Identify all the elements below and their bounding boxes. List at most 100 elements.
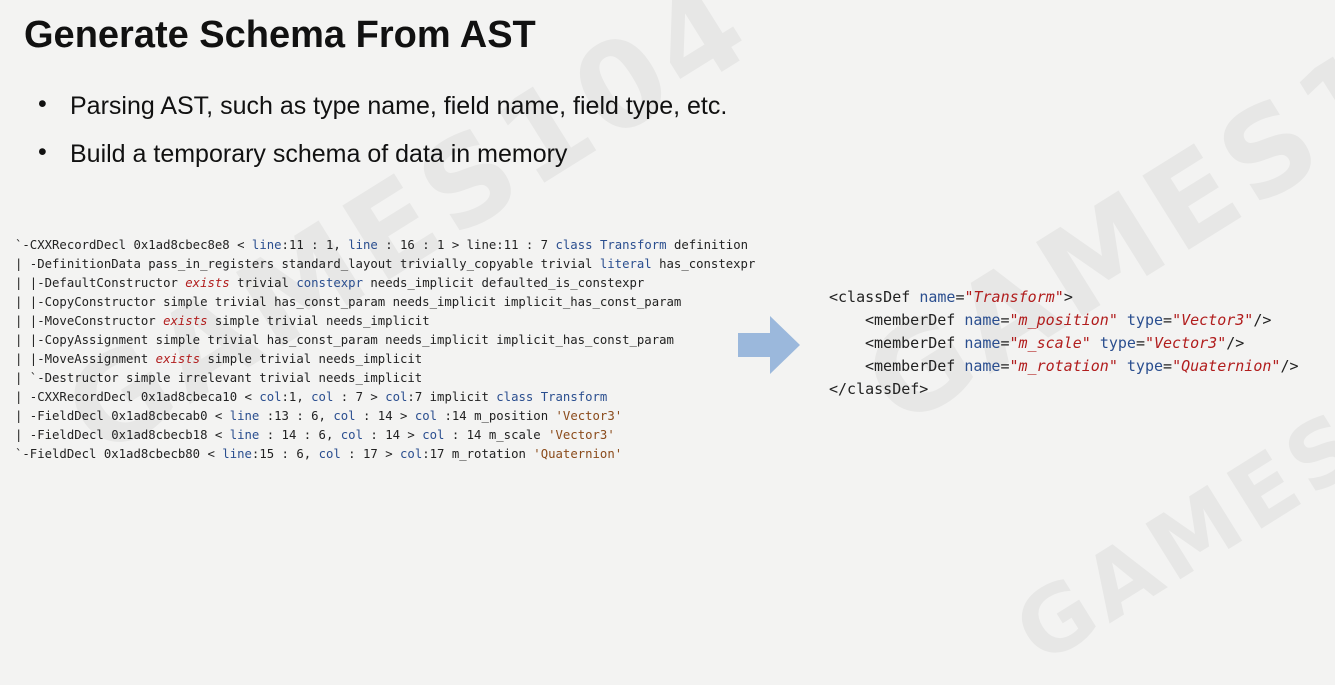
slide-title: Generate Schema From AST — [24, 14, 536, 56]
code-token: : 14 > — [362, 428, 423, 442]
code-token: :13 : 6, — [259, 409, 334, 423]
code-token — [1118, 311, 1127, 329]
code-token: | `-Destructor simple irrelevant trivial… — [15, 371, 423, 385]
code-token: line — [229, 428, 260, 442]
code-token: "Vector3" — [1144, 334, 1227, 352]
code-token: <memberDef — [865, 334, 965, 352]
code-token: col — [385, 390, 408, 404]
code-token: | |-DefaultConstructor — [15, 276, 186, 290]
code-token: Transform — [540, 390, 608, 404]
code-token: "m_rotation" — [1009, 357, 1118, 375]
code-token: needs_implicit defaulted_is_constexpr — [362, 276, 645, 290]
code-token: : 17 > — [340, 447, 401, 461]
ast-line: | -CXXRecordDecl 0x1ad8cbeca10 < col:1, … — [15, 388, 775, 407]
code-token: `-FieldDecl 0x1ad8cbecb80 < — [15, 447, 223, 461]
bullet-dot: • — [38, 90, 47, 118]
code-token: <memberDef — [865, 357, 965, 375]
code-token: literal — [599, 257, 652, 271]
code-token: :11 : 1, — [281, 238, 349, 252]
ast-line: | -DefinitionData pass_in_registers stan… — [15, 255, 775, 274]
code-token: col — [259, 390, 282, 404]
code-token: : 14 : 6, — [259, 428, 341, 442]
code-token: = — [1000, 334, 1010, 352]
code-token: line — [229, 409, 260, 423]
code-token: "m_scale" — [1009, 334, 1091, 352]
ast-line: `-FieldDecl 0x1ad8cbecb80 < line:15 : 6,… — [15, 445, 775, 464]
code-token: constexpr — [296, 276, 363, 290]
code-token: | |-MoveConstructor — [15, 314, 164, 328]
ast-line: | |-CopyConstructor simple trivial has_c… — [15, 293, 775, 312]
code-token: </classDef> — [829, 380, 929, 398]
code-token: type — [1126, 311, 1164, 329]
code-token: col — [414, 409, 438, 423]
code-token: `-CXXRecordDecl 0x1ad8cbec8e8 < — [15, 238, 252, 252]
code-token: :7 implicit — [407, 390, 497, 404]
code-token: 'Vector3' — [548, 428, 615, 442]
xml-line: </classDef> — [829, 378, 1299, 401]
code-token: 'Quaternion' — [533, 447, 623, 461]
code-token: | |-CopyConstructor simple trivial has_c… — [15, 295, 682, 309]
code-token — [593, 238, 600, 252]
code-token: <memberDef — [865, 311, 965, 329]
code-token: = — [1135, 334, 1145, 352]
code-token — [1091, 334, 1100, 352]
xml-line: <memberDef name="m_rotation" type="Quate… — [829, 355, 1299, 378]
code-token — [533, 390, 540, 404]
code-token: "Quaternion" — [1172, 357, 1281, 375]
code-token: simple trivial needs_implicit — [200, 352, 423, 366]
code-token: definition — [666, 238, 749, 252]
xml-schema-code: <classDef name="Transform"><memberDef na… — [829, 286, 1299, 401]
code-token: :17 m_rotation — [422, 447, 534, 461]
code-token: col — [340, 428, 363, 442]
code-token: name — [964, 357, 1001, 375]
code-token: = — [1000, 311, 1010, 329]
code-token: : 14 m_scale — [444, 428, 549, 442]
code-token: :15 : 6, — [251, 447, 319, 461]
code-token: class — [555, 238, 593, 252]
code-token: | |-MoveAssignment — [15, 352, 156, 366]
xml-line: <memberDef name="m_position" type="Vecto… — [829, 309, 1299, 332]
code-token: :14 m_position — [437, 409, 556, 423]
ast-line: `-CXXRecordDecl 0x1ad8cbec8e8 < line:11 … — [15, 236, 775, 255]
ast-line: | |-CopyAssignment simple trivial has_co… — [15, 331, 775, 350]
ast-dump-code: `-CXXRecordDecl 0x1ad8cbec8e8 < line:11 … — [15, 236, 775, 466]
code-token: "Transform" — [964, 288, 1064, 306]
code-token: : 14 > — [355, 409, 415, 423]
code-token: line — [222, 447, 252, 461]
ast-line: | -FieldDecl 0x1ad8cbecb18 < line : 14 :… — [15, 426, 775, 445]
code-token: | -CXXRecordDecl 0x1ad8cbeca10 < — [15, 390, 260, 404]
code-token: line — [251, 238, 282, 252]
code-token: :1, — [281, 390, 312, 404]
xml-line: <memberDef name="m_scale" type="Vector3"… — [829, 332, 1299, 355]
code-token: <classDef — [829, 288, 920, 306]
ast-line: | -FieldDecl 0x1ad8cbecab0 < line :13 : … — [15, 407, 775, 426]
code-token: type — [1126, 357, 1164, 375]
code-token: 'Vector3' — [555, 409, 623, 423]
code-token: simple trivial needs_implicit — [207, 314, 430, 328]
code-token: = — [1163, 357, 1173, 375]
code-token: /> — [1280, 357, 1299, 375]
bullet-dot: • — [38, 138, 47, 166]
ast-line: | `-Destructor simple irrelevant trivial… — [15, 369, 775, 388]
code-token: | -FieldDecl 0x1ad8cbecab0 < — [15, 409, 230, 423]
ast-line: | |-MoveConstructor exists simple trivia… — [15, 312, 775, 331]
code-token — [1118, 357, 1127, 375]
code-token: exists — [155, 352, 201, 366]
bullet-text: Parsing AST, such as type name, field na… — [70, 92, 728, 120]
code-token: type — [1099, 334, 1136, 352]
code-token: has_constexpr — [651, 257, 756, 271]
code-token: = — [1000, 357, 1010, 375]
code-token: exists — [185, 276, 230, 290]
code-token: exists — [163, 314, 208, 328]
code-token: Transform — [599, 238, 667, 252]
code-token: /> — [1253, 311, 1272, 329]
code-token: = — [1163, 311, 1173, 329]
code-token: line — [348, 238, 378, 252]
ast-line: | |-DefaultConstructor exists trivial co… — [15, 274, 775, 293]
code-token: | -FieldDecl 0x1ad8cbecb18 < — [15, 428, 230, 442]
code-token: | -DefinitionData pass_in_registers stan… — [15, 257, 600, 271]
code-token: col — [311, 390, 334, 404]
code-token: trivial — [229, 276, 297, 290]
code-token: name — [964, 311, 1001, 329]
code-token: /> — [1226, 334, 1245, 352]
